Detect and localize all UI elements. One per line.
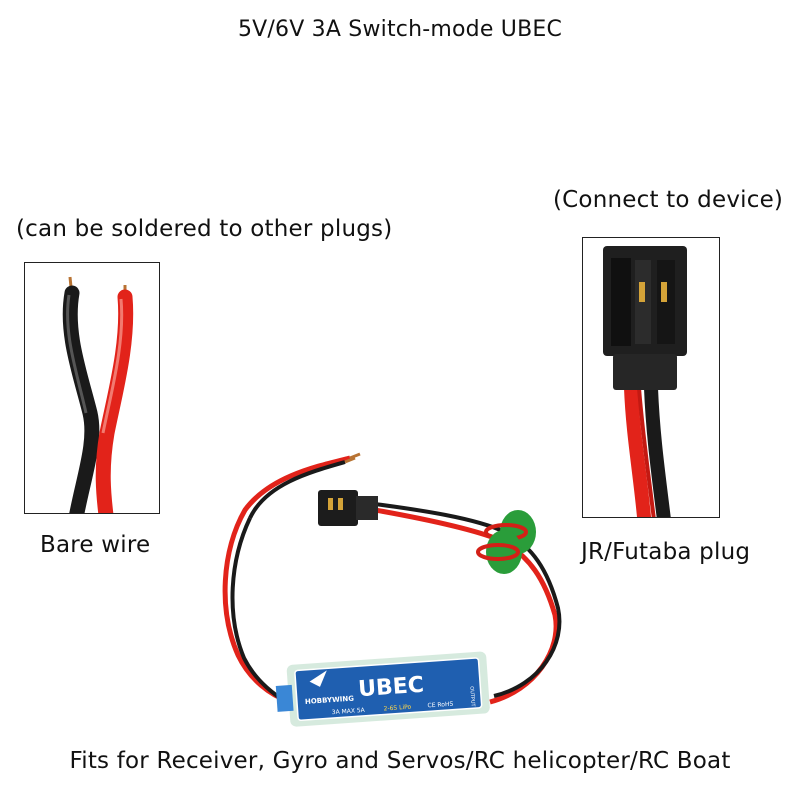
bare-wire-photo	[24, 262, 160, 514]
plug-photo	[582, 237, 720, 518]
bare-wire-label: Bare wire	[40, 532, 151, 558]
module-marks-text: CE RoHS	[427, 701, 453, 710]
module-side-text: OUTPUT	[468, 686, 475, 708]
bare-wire-image	[62, 276, 134, 513]
compatibility-caption: Fits for Receiver, Gyro and Servos/RC he…	[69, 748, 731, 774]
plug-label: JR/Futaba plug	[581, 539, 751, 565]
page-title: 5V/6V 3A Switch-mode UBEC	[237, 17, 563, 42]
module-rating-text: 3A MAX 5A	[332, 707, 366, 716]
module-brand-text: HOBBYWING	[305, 695, 355, 706]
ubec-product-photo: HOBBYWING UBEC 3A MAX 5A 2-6S LiPo CE Ro…	[200, 440, 600, 740]
module-input-text: 2-6S LiPo	[383, 704, 411, 713]
plug-image	[603, 246, 687, 517]
module-logo-text: UBEC	[357, 673, 424, 703]
ubec-image: HOBBYWING UBEC 3A MAX 5A 2-6S LiPo CE Ro…	[222, 452, 562, 727]
plug-caption: (Connect to device)	[553, 187, 784, 213]
bare-wire-caption: (can be soldered to other plugs)	[16, 216, 393, 242]
